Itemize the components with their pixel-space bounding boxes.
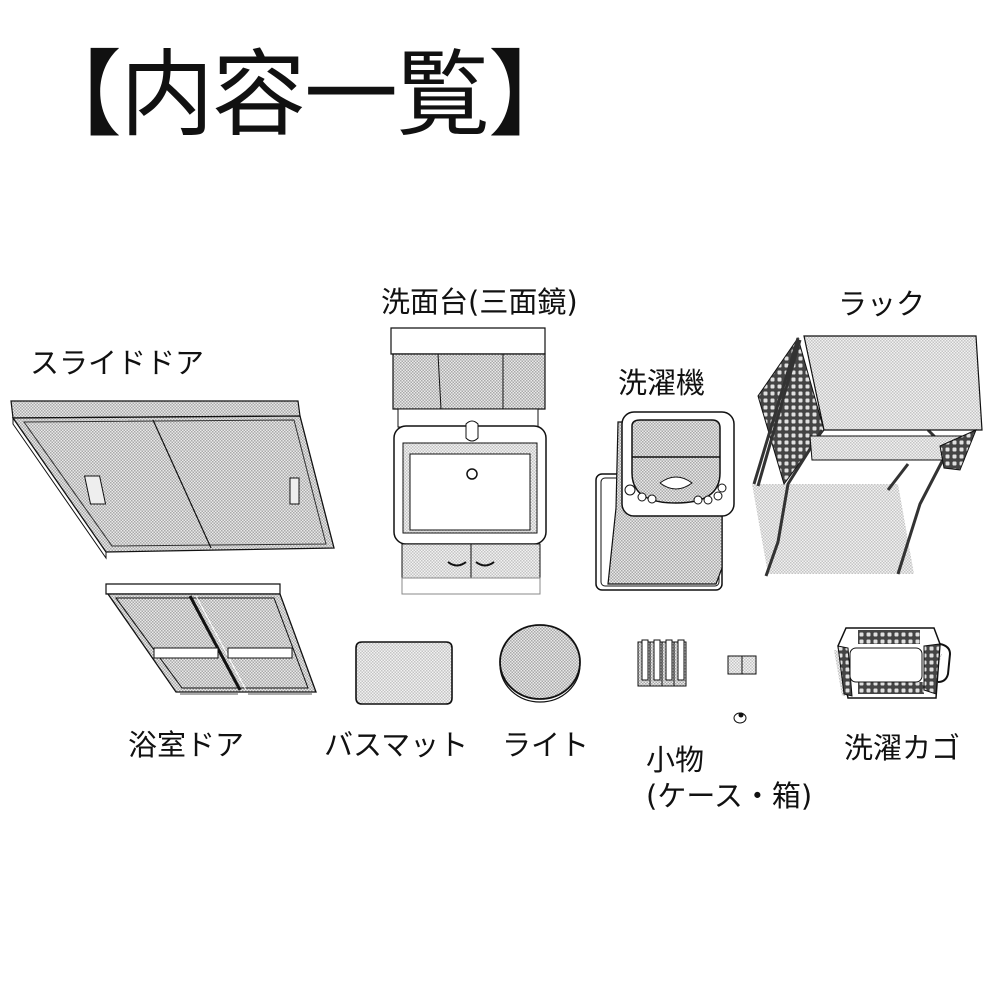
label-bath-mat: バスマット	[324, 728, 469, 762]
light-illustration[interactable]	[498, 622, 582, 704]
label-washing-machine: 洗濯機	[618, 366, 706, 400]
label-washstand: 洗面台(三面鏡)	[381, 285, 578, 319]
bath-mat-illustration[interactable]	[354, 640, 454, 708]
washstand-illustration[interactable]	[388, 326, 552, 600]
washing-machine-illustration[interactable]	[594, 408, 746, 594]
label-bathroom-door: 浴室ドア	[128, 728, 245, 762]
label-slide-door: スライドドア	[30, 346, 205, 380]
laundry-basket-illustration[interactable]	[830, 624, 952, 704]
label-light: ライト	[502, 728, 590, 762]
page-title: 【内容一覧】	[28, 41, 582, 150]
rack-illustration[interactable]	[748, 334, 988, 584]
small-items-illustration[interactable]	[636, 638, 770, 728]
label-small-items: 小物 (ケース・箱)	[646, 743, 813, 813]
slide-door-illustration[interactable]	[8, 398, 338, 558]
label-laundry-basket: 洗濯カゴ	[844, 731, 961, 765]
bathroom-door-illustration[interactable]	[104, 582, 322, 702]
label-rack: ラック	[838, 287, 926, 321]
